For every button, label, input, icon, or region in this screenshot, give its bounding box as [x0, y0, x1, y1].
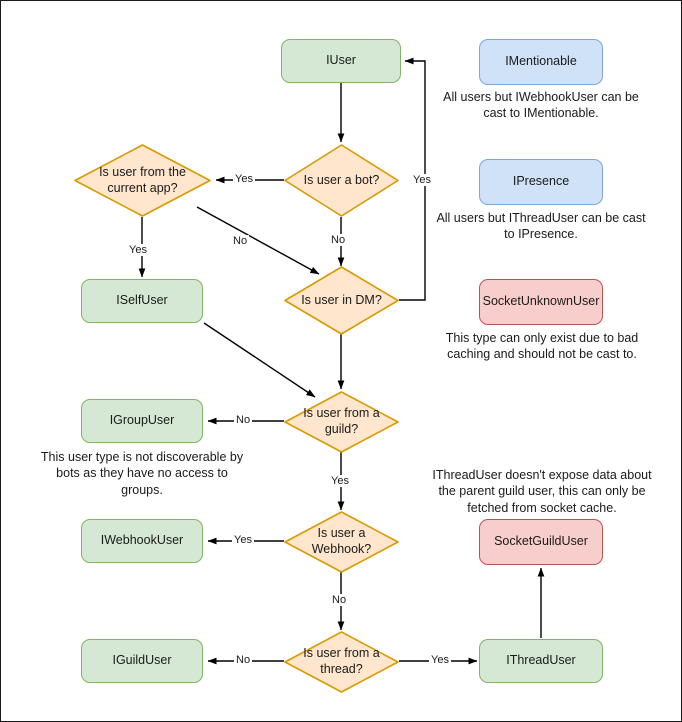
node-imentionable[interactable]: IMentionable: [479, 39, 603, 85]
node-is-webhook-label: Is user a Webhook?: [311, 526, 372, 556]
edge-currentapp-no-to-isdm: [196, 206, 320, 275]
edge-label-bot-yes: Yes: [233, 173, 255, 185]
node-ithreaduser[interactable]: IThreadUser: [479, 639, 603, 683]
node-is-from-guild[interactable]: Is user from a guild?: [284, 391, 399, 453]
caption-igroupuser: This user type is not discoverable by bo…: [40, 450, 244, 497]
diamond-shape-is-current-app: [74, 144, 211, 217]
node-is-from-thread[interactable]: Is user from a thread?: [284, 631, 399, 693]
node-ipresence[interactable]: IPresence: [479, 159, 603, 205]
diamond-shape-is-from-thread: [284, 631, 399, 693]
node-iwebhookuser-label: IWebhookUser: [100, 533, 184, 548]
node-is-bot-label: Is user a bot?: [303, 172, 380, 187]
edge-label-guild-no: No: [234, 414, 253, 426]
node-socket-guild-user[interactable]: SocketGuildUser: [479, 519, 603, 565]
edge-label-thread-yes: Yes: [429, 654, 451, 666]
node-is-bot[interactable]: Is user a bot?: [284, 144, 399, 217]
node-iuser-label: IUser: [326, 53, 356, 68]
node-iwebhookuser[interactable]: IWebhookUser: [81, 519, 203, 563]
node-igroupuser[interactable]: IGroupUser: [81, 399, 203, 443]
edge-label-webhook-yes: Yes: [232, 534, 254, 546]
caption-socket-unknown-user: This type can only exist due to bad cach…: [445, 331, 639, 362]
node-is-current-app[interactable]: Is user from the current app?: [74, 144, 211, 217]
node-iselfuser[interactable]: ISelfUser: [81, 279, 203, 323]
node-iguilduser[interactable]: IGuildUser: [81, 639, 203, 683]
node-iuser[interactable]: IUser: [281, 39, 401, 83]
edge-label-webhook-no: No: [330, 594, 349, 606]
node-imentionable-label: IMentionable: [505, 54, 577, 69]
node-is-from-guild-label: Is user from a guild?: [303, 406, 380, 436]
node-ipresence-label: IPresence: [512, 174, 570, 189]
node-socket-unknown-user-label: SocketUnknownUser: [482, 294, 600, 309]
caption-ipresence: All users but IThreadUser can be cast to…: [436, 211, 646, 242]
edge-label-dm-yes: Yes: [411, 174, 433, 186]
node-is-webhook[interactable]: Is user a Webhook?: [284, 511, 399, 573]
edge-label-current-app-yes: Yes: [127, 244, 149, 256]
node-iguilduser-label: IGuildUser: [112, 653, 172, 668]
node-is-in-dm-label: Is user in DM?: [301, 292, 382, 307]
node-socket-guild-user-label: SocketGuildUser: [494, 534, 588, 549]
caption-socket-guild-user: IThreadUser doesn't expose data about th…: [432, 468, 652, 515]
caption-imentionable: All users but IWebhookUser can be cast t…: [443, 90, 639, 121]
node-iselfuser-label: ISelfUser: [116, 293, 168, 308]
node-igroupuser-label: IGroupUser: [109, 413, 175, 428]
edge-label-current-app-no: No: [231, 235, 250, 247]
edge-label-bot-no: No: [329, 234, 348, 246]
edge-label-thread-no: No: [234, 654, 253, 666]
node-ithreaduser-label: IThreadUser: [506, 653, 576, 668]
edge-label-guild-yes: Yes: [329, 475, 351, 487]
diamond-shape-is-bot: [284, 144, 399, 217]
node-is-from-thread-label: Is user from a thread?: [303, 646, 380, 676]
node-is-in-dm[interactable]: Is user in DM?: [284, 266, 399, 335]
node-socket-unknown-user[interactable]: SocketUnknownUser: [479, 279, 603, 325]
node-is-current-app-label: Is user from the current app?: [99, 164, 186, 195]
